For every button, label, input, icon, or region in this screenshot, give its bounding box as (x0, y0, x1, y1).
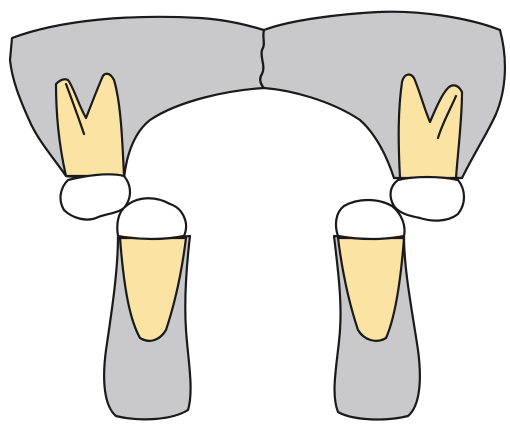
upper-jaw-bone-left (10, 17, 264, 178)
upper-jaw-bone-right (260, 12, 505, 178)
lower-left-tooth-crown (117, 198, 186, 239)
upper-right-tooth-crown (391, 177, 464, 221)
